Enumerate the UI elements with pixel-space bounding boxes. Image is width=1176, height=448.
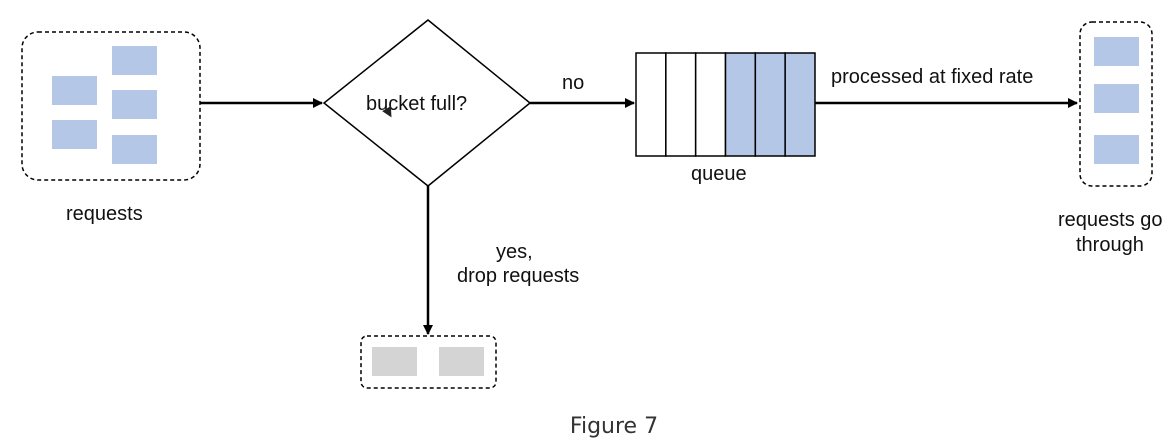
through-label-line2: through <box>1076 234 1144 256</box>
request-block <box>112 135 157 164</box>
passed-request-block <box>1094 37 1139 66</box>
no-label: no <box>562 72 585 94</box>
through-label-line1: requests go <box>1058 209 1163 231</box>
queue-slot-empty <box>635 52 667 157</box>
queue-slot-empty <box>694 52 727 157</box>
passed-request-block <box>1094 135 1139 164</box>
yes-label-line1: yes, <box>496 241 533 263</box>
dropped-request-block <box>372 347 417 376</box>
requests-group <box>21 31 201 181</box>
queue-slot-filled <box>754 52 786 157</box>
passed-request-block <box>1094 84 1139 113</box>
queue <box>635 52 816 157</box>
through-group <box>1079 21 1153 187</box>
yes-label-line2: drop requests <box>457 265 580 287</box>
request-block <box>112 90 157 119</box>
queue-slot-filled <box>784 52 816 157</box>
decision-label: bucket full? <box>366 93 468 115</box>
processed-label: processed at fixed rate <box>831 66 1034 88</box>
dropped-request-block <box>439 347 484 376</box>
figure-caption: Figure 7 <box>569 414 659 439</box>
request-block <box>52 76 97 105</box>
requests-label: requests <box>66 203 143 225</box>
request-block <box>52 120 97 149</box>
request-block <box>112 46 157 75</box>
queue-slot-filled <box>724 52 757 157</box>
queue-label: queue <box>691 163 747 185</box>
queue-slot-empty <box>665 52 697 157</box>
